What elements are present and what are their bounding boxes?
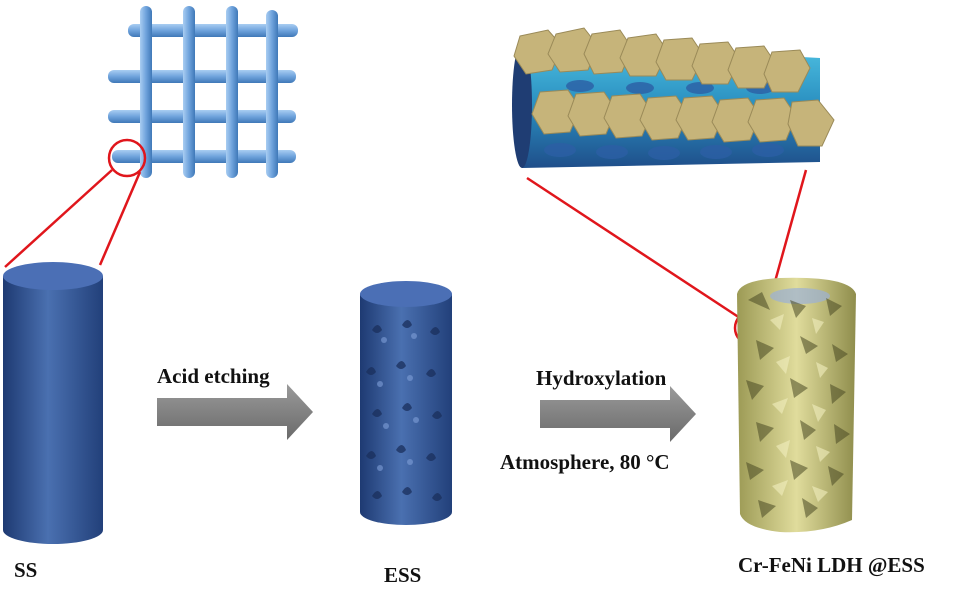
- ss-label: SS: [14, 558, 38, 582]
- ss-cylinder: [3, 262, 103, 544]
- ess-label: ESS: [384, 563, 422, 587]
- ess-cylinder: [360, 281, 452, 525]
- hydroxylation-step-label: Hydroxylation: [536, 366, 667, 390]
- etching-step-label: Acid etching: [157, 364, 270, 388]
- mesh-zoom-indicator: [4, 138, 147, 268]
- ldh-tube-zoom: [512, 27, 835, 168]
- product-label: Cr-FeNi LDH @ESS: [738, 553, 925, 577]
- ldh-ess-cylinder: [737, 277, 856, 533]
- conditions-label: Atmosphere, 80 °C: [500, 450, 670, 474]
- etching-arrow: [157, 384, 313, 440]
- steel-mesh-illustration: [108, 6, 298, 178]
- hydroxylation-arrow: [540, 386, 696, 442]
